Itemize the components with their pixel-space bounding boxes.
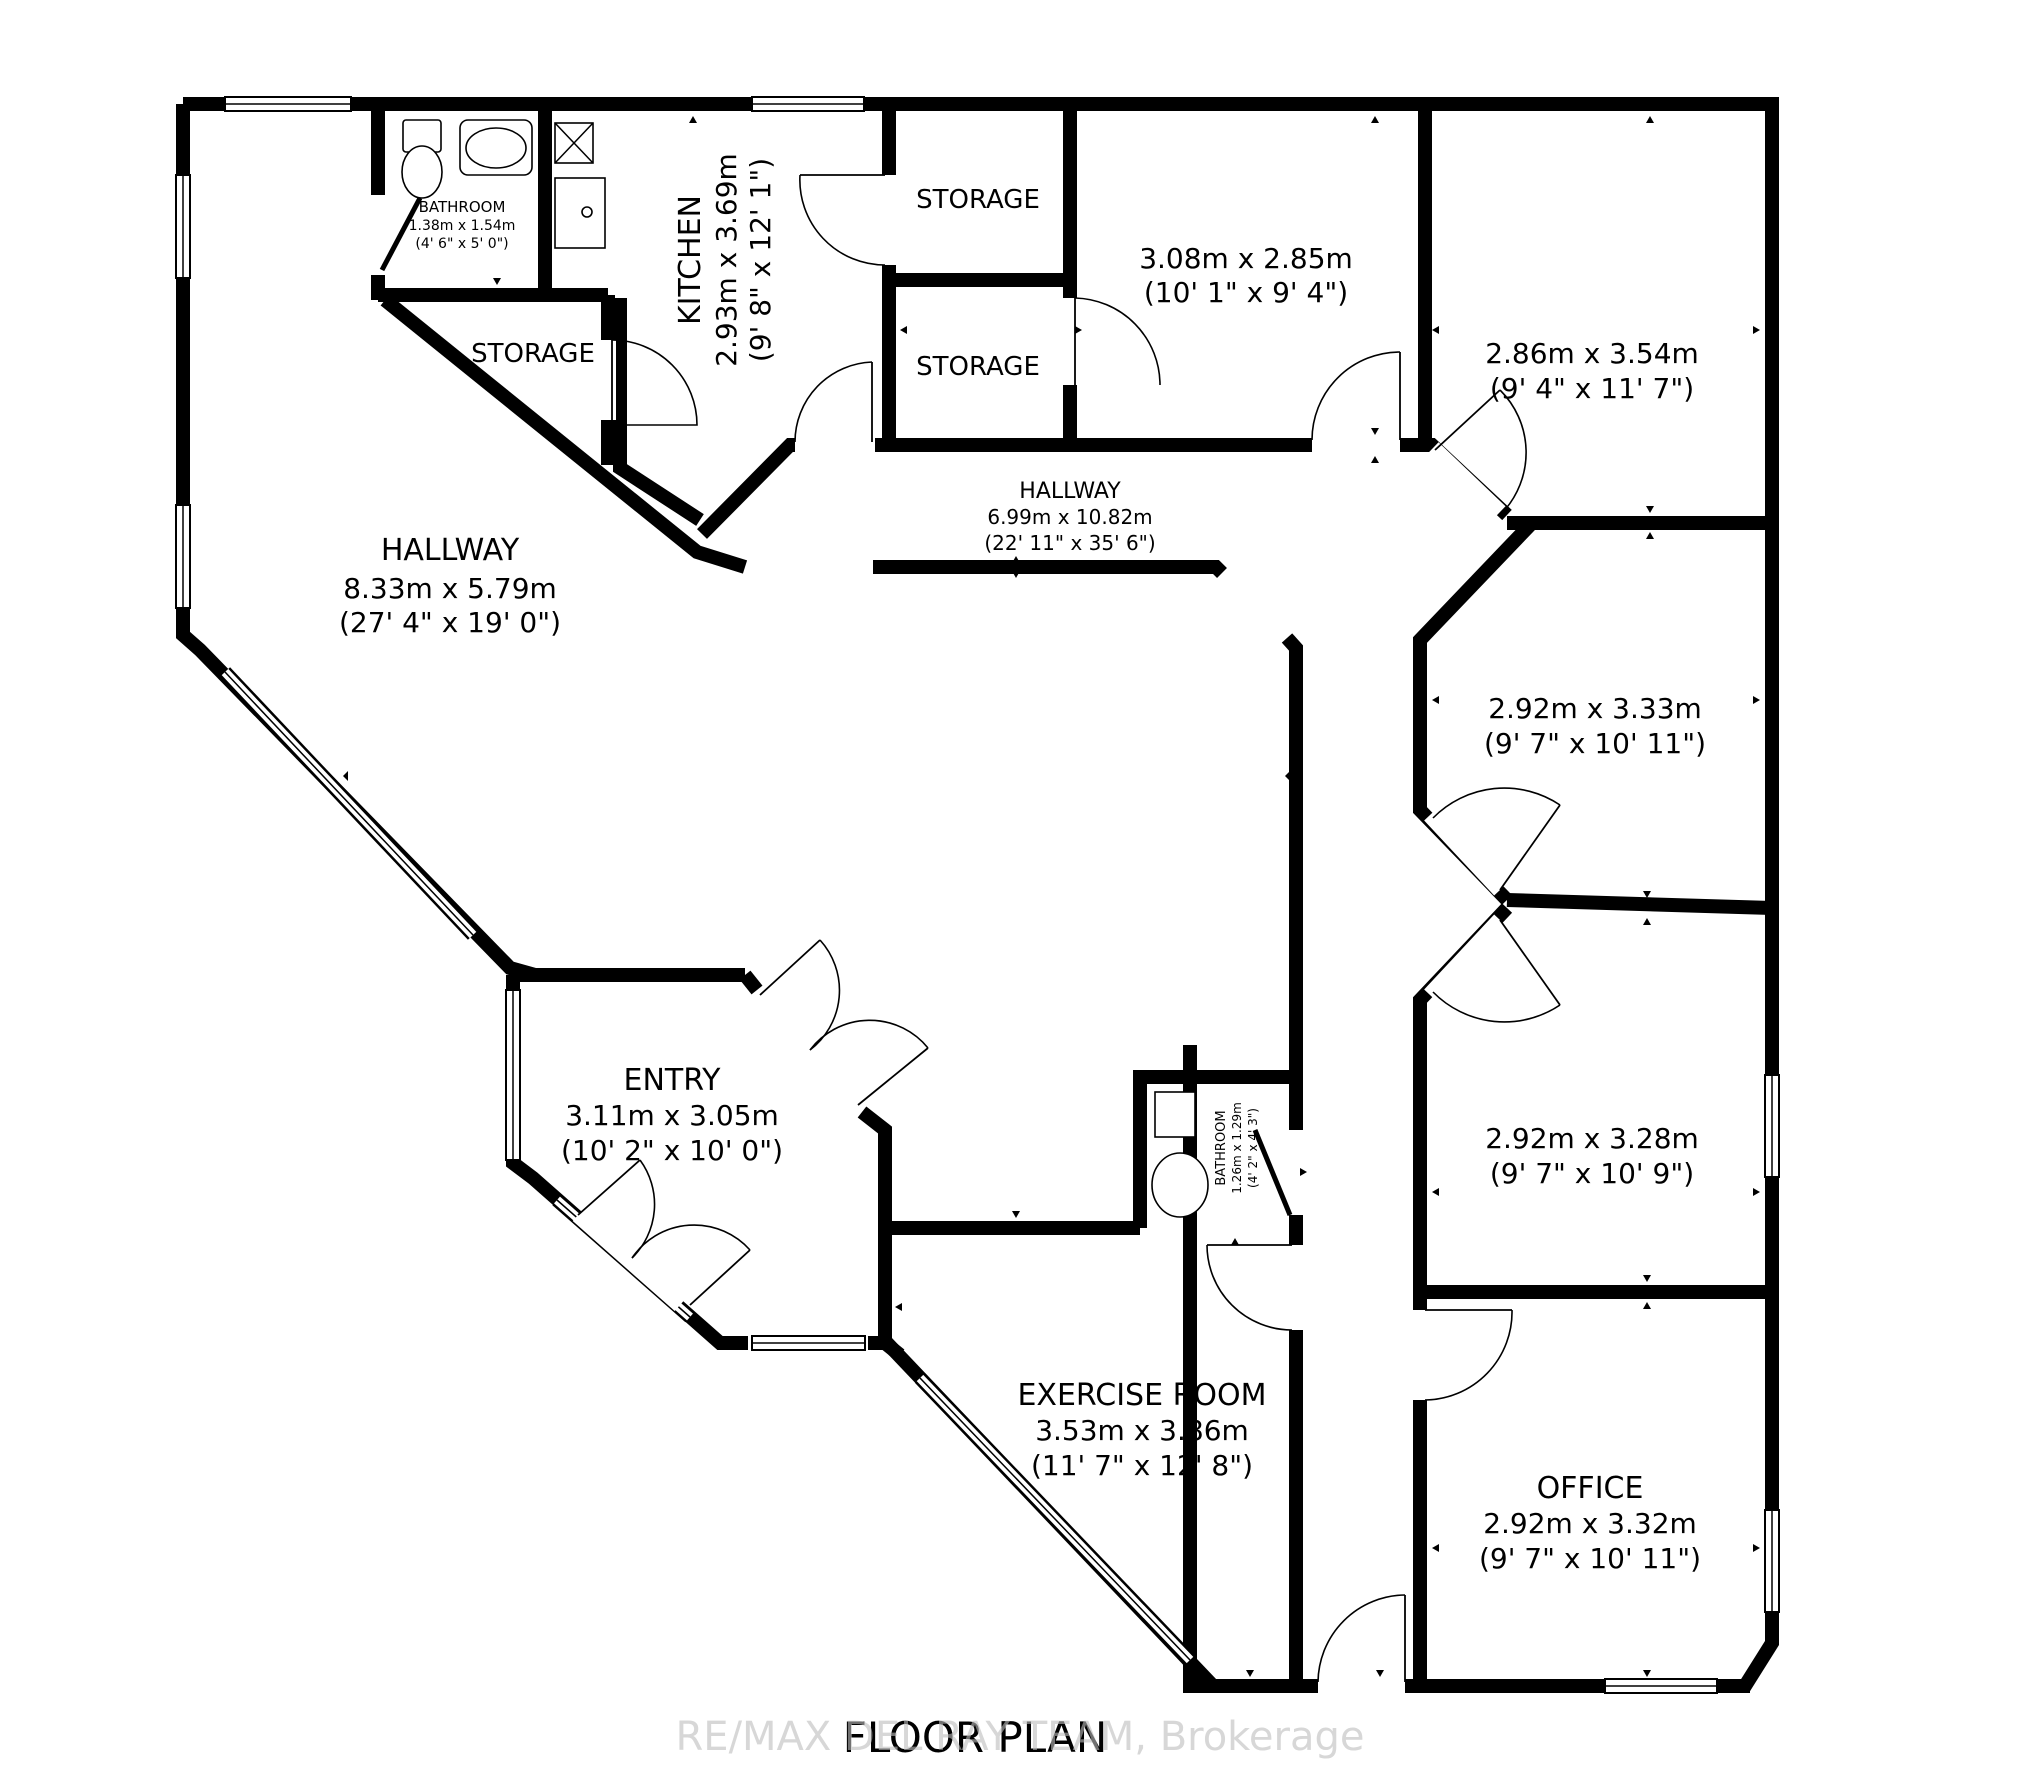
bathroom-2-name: BATHROOM — [1214, 1110, 1229, 1185]
kitchen-name: KITCHEN — [673, 195, 708, 325]
entry-dim-ft: (10' 2" x 10' 0") — [561, 1134, 783, 1167]
room-c-dim-ft: (9' 7" x 10' 11") — [1484, 727, 1706, 760]
hallway-2-dim-ft: (22' 11" x 35' 6") — [984, 531, 1155, 555]
room-d-dim-ft: (9' 7" x 10' 9") — [1490, 1157, 1694, 1190]
kitchen-dim-m: 2.93m x 3.69m — [710, 153, 743, 367]
bathroom-1-name: BATHROOM — [419, 198, 506, 216]
exercise-room-name: EXERCISE ROOM — [1017, 1378, 1266, 1413]
storage-3-name: STORAGE — [471, 339, 595, 369]
fixtures — [401, 119, 1209, 1218]
storage-2-name: STORAGE — [916, 352, 1040, 382]
bathroom-2-walls — [1133, 1070, 1296, 1228]
office-dim-ft: (9' 7" x 10' 11") — [1479, 1542, 1701, 1575]
bathroom-1-dim-ft: (4' 6" x 5' 0") — [415, 236, 508, 252]
doors — [370, 174, 1561, 1694]
entry-dim-m: 3.11m x 3.05m — [565, 1099, 779, 1132]
hallway-2-name: HALLWAY — [1019, 479, 1121, 504]
exercise-room-dim-m: 3.53m x 3.86m — [1035, 1414, 1249, 1447]
room-d-dim-m: 2.92m x 3.28m — [1485, 1122, 1699, 1155]
room-c-dim-m: 2.92m x 3.33m — [1488, 692, 1702, 725]
corridor-left-wall — [1281, 633, 1303, 1232]
office-name: OFFICE — [1537, 1471, 1644, 1506]
brokerage-watermark: RE/MAX DEL RAY TEAM, Brokerage — [676, 1714, 1365, 1760]
hallway-main-dim-m: 8.33m x 5.79m — [343, 572, 557, 605]
entry-name: ENTRY — [624, 1063, 722, 1098]
room-b-dim-m: 2.86m x 3.54m — [1485, 337, 1699, 370]
kitchen-dim-ft: (9' 8" x 12' 1") — [744, 158, 777, 362]
storage-1-name: STORAGE — [916, 185, 1040, 215]
room-a-dim-m: 3.08m x 2.85m — [1139, 242, 1353, 275]
interior-walls-top-left — [371, 104, 1512, 574]
hallway-divider-wall — [873, 560, 1227, 578]
bathroom-2-dim-m: 1.26m x 1.29m — [1230, 1102, 1244, 1194]
plan-title: FLOOR PLAN — [843, 1713, 1108, 1762]
office-dim-m: 2.92m x 3.32m — [1483, 1507, 1697, 1540]
room-a-dim-ft: (10' 1" x 9' 4") — [1144, 276, 1348, 309]
room-b-dim-ft: (9' 4" x 11' 7") — [1490, 372, 1694, 405]
room-labels: BATHROOM 1.38m x 1.54m (4' 6" x 5' 0") K… — [339, 153, 1706, 1575]
hallway-main-dim-ft: (27' 4" x 19' 0") — [339, 606, 561, 639]
hallway-main-name: HALLWAY — [381, 533, 520, 568]
hallway-2-dim-m: 6.99m x 10.82m — [987, 505, 1152, 529]
bathroom-1-dim-m: 1.38m x 1.54m — [409, 218, 516, 234]
exercise-room-dim-ft: (11' 7" x 12' 8") — [1031, 1449, 1253, 1482]
bathroom-2-dim-ft: (4' 2" x 4' 3") — [1246, 1108, 1260, 1188]
dimension-ticks — [343, 116, 1760, 1677]
